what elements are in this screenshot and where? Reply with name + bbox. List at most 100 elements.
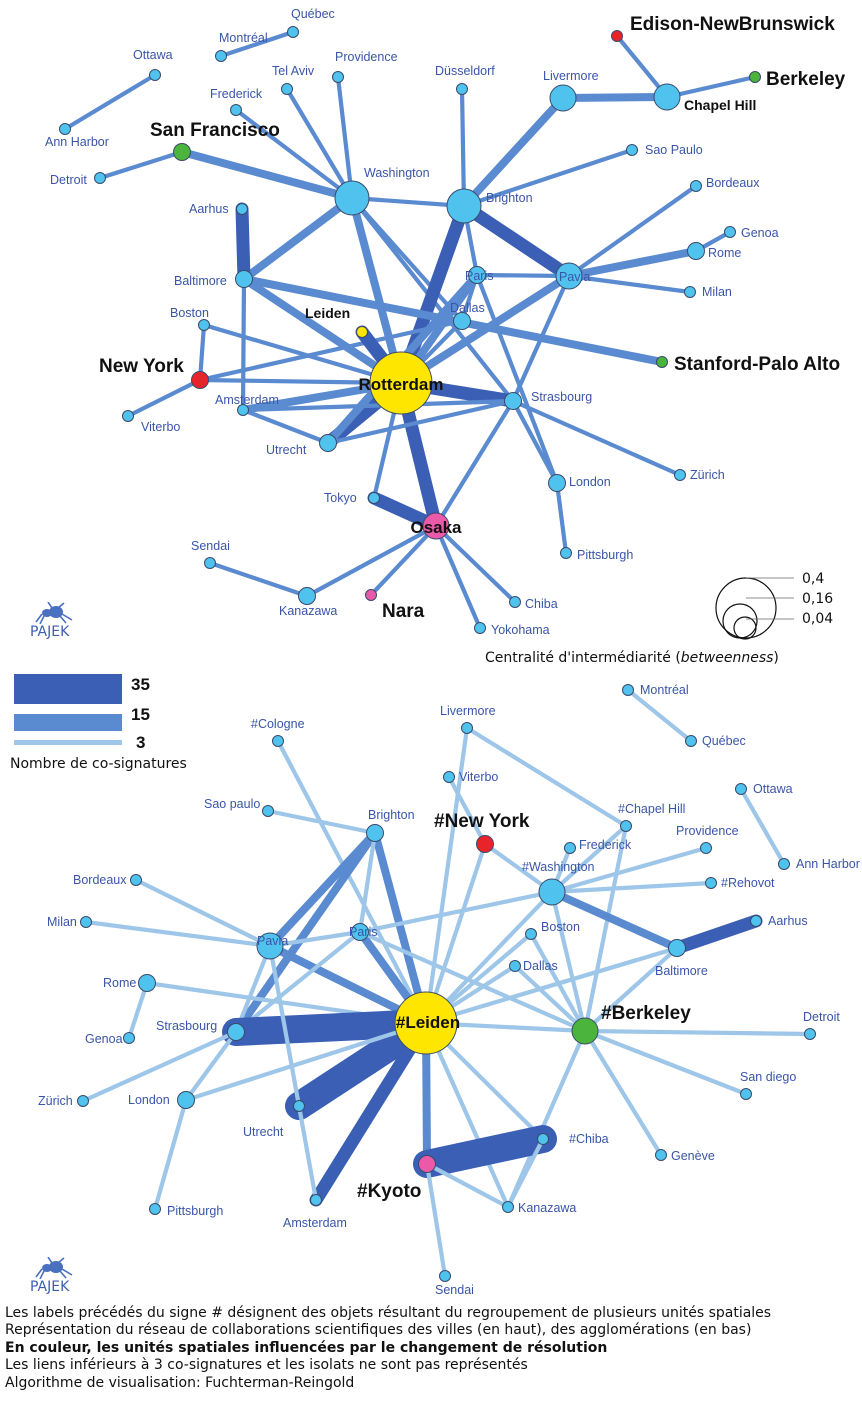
top-label-Genoa: Genoa (741, 226, 779, 240)
bottom-node-Boston (525, 928, 537, 940)
top-label-SanFrancisco: San Francisco (150, 120, 280, 141)
top-node-NewYork (191, 371, 209, 389)
bottom-edge-Viterbo-NewYork (446, 774, 488, 847)
top-node-Montreal (215, 50, 227, 62)
top-label-Boston: Boston (170, 306, 209, 320)
top-node-Yokohama (474, 622, 486, 634)
bottom-node-Zurich (77, 1095, 89, 1107)
top-edge-TelAviv-Washington (284, 86, 355, 201)
top-node-Amsterdam (237, 404, 249, 416)
bottom-node-Pavia (256, 932, 284, 960)
top-edge-Boston-NewYork (197, 322, 207, 383)
bottom-node-Quebec (685, 735, 697, 747)
bottom-node-Pittsburgh (149, 1203, 161, 1215)
bottom-edge-Rome-Genoa (126, 980, 150, 1041)
centrality-circle-2 (733, 616, 757, 640)
bottom-edge-Providence-Washington (549, 845, 709, 895)
top-edge-SanFrancisco-Washington (178, 148, 356, 202)
top-edge-Washington-Rotterdam (348, 194, 405, 387)
caption-line-4: Les liens inférieurs à 3 co-signatures e… (5, 1357, 528, 1374)
top-edge-Strasbourg-Zurich (510, 398, 683, 478)
bottom-edge-ChapelHill-Washington (549, 823, 629, 895)
bottom-label-Utrecht: Utrecht (243, 1125, 284, 1139)
top-label-Paris: Paris (465, 269, 493, 283)
bottom-edge-Baltimore-Berkeley (582, 945, 680, 1034)
bottom-node-Chiba (537, 1133, 549, 1145)
centrality-title: Centralité d'intermédiarité (betweenness… (485, 650, 779, 666)
bottom-edge-Leiden-London (183, 1020, 429, 1103)
bottom-label-Zurich: Zürich (38, 1094, 73, 1108)
bottom-node-Ottawa (735, 783, 747, 795)
top-label-Utrecht: Utrecht (266, 443, 307, 457)
top-node-Quebec (287, 26, 299, 38)
top-edge-Washington-Baltimore (240, 194, 356, 283)
top-node-Sendai (204, 557, 216, 569)
centrality-title-suffix: ) (773, 650, 778, 666)
spider-icon (35, 602, 73, 624)
top-node-Aarhus (236, 203, 248, 215)
bottom-edge-Baltimore-Leiden (423, 945, 680, 1026)
bottom-edge-Strasbourg-London (183, 1029, 239, 1103)
bottom-edge-Washington-Baltimore (548, 888, 681, 952)
top-node-Nara (365, 589, 377, 601)
top-label-Strasbourg: Strasbourg (531, 390, 592, 404)
top-node-Rome (687, 242, 705, 260)
bottom-edge-SaoPaulo-Brighton (265, 808, 378, 836)
top-label-Nara: Nara (382, 601, 425, 622)
top-node-Detroit (94, 172, 106, 184)
top-edge-Livermore-ChapelHill (559, 93, 671, 102)
bottom-label-Berkeley: #Berkeley (601, 1003, 691, 1024)
bottom-label-Baltimore: Baltimore (655, 964, 708, 978)
bottom-label-Brighton: Brighton (368, 808, 415, 822)
top-node-Chiba (509, 596, 521, 608)
top-node-Dusseldorf (456, 83, 468, 95)
top-label-Zurich: Zürich (690, 468, 725, 482)
top-label-Berkeley: Berkeley (766, 69, 846, 90)
centrality-value-0: 0,4 (802, 571, 824, 587)
top-label-Quebec: Québec (291, 7, 335, 21)
bottom-edge-Leiden-Strasbourg (222, 1009, 440, 1046)
bottom-node-Kanazawa (502, 1201, 514, 1213)
bottom-label-Montreal: Montréal (640, 683, 689, 697)
bottom-label-Leiden: #Leiden (396, 1013, 460, 1032)
bottom-label-Viterbo: Viterbo (459, 770, 498, 784)
top-edge-Dusseldorf-Brighton (459, 86, 467, 209)
top-node-Osaka (422, 512, 450, 540)
top-edge-Detroit-SanFrancisco (97, 149, 185, 181)
top-label-Pittsburgh: Pittsburgh (577, 548, 633, 562)
centrality-title-prefix: Centralité d'intermédiarité ( (485, 650, 681, 666)
top-node-Boston (198, 319, 210, 331)
bottom-edge-London-Pittsburgh (152, 1097, 189, 1212)
links-value-2: 3 (136, 733, 145, 752)
centrality-value-2: 0,04 (802, 611, 833, 627)
bottom-edge-Brighton-Paris (357, 830, 378, 935)
pajek-logo-top: PAJEK (30, 602, 74, 640)
bottom-label-SaoPaulo: Sao paulo (204, 797, 260, 811)
pajek-text: PAJEK (30, 624, 70, 640)
bottom-node-Brighton (366, 824, 384, 842)
top-node-London (548, 474, 566, 492)
bottom-node-Genoa (123, 1032, 135, 1044)
top-label-ChapelHill: Chapel Hill (684, 97, 756, 113)
bottom-label-Geneve: Genève (671, 1149, 715, 1163)
bottom-label-Detroit: Detroit (803, 1010, 840, 1024)
top-node-Berkeley (749, 71, 761, 83)
bottom-edge-Bordeaux-Pavia (133, 877, 273, 949)
top-label-Baltimore: Baltimore (174, 274, 227, 288)
top-label-Montreal: Montréal (219, 31, 268, 45)
bottom-edge-Washington-Paris (357, 889, 555, 935)
bottom-network: MontréalQuébec#CologneLivermoreViterboOt… (38, 683, 860, 1297)
bottom-node-Livermore (461, 722, 473, 734)
top-edge-Milan-Pavia (566, 273, 693, 295)
top-edge-Boston-Rotterdam (201, 322, 404, 386)
centrality-title-italic: betweenness (681, 650, 774, 666)
bottom-node-Providence (700, 842, 712, 854)
bottom-node-Dallas (509, 960, 521, 972)
caption-line-1: Les labels précédés du signe # désignent… (5, 1305, 772, 1321)
bottom-label-Genoa: Genoa (85, 1032, 123, 1046)
top-edge-Utrecht-Strasbourg (325, 398, 516, 446)
caption-line-2: Représentation du réseau de collaboratio… (5, 1322, 752, 1339)
top-node-Stanford (656, 356, 668, 368)
